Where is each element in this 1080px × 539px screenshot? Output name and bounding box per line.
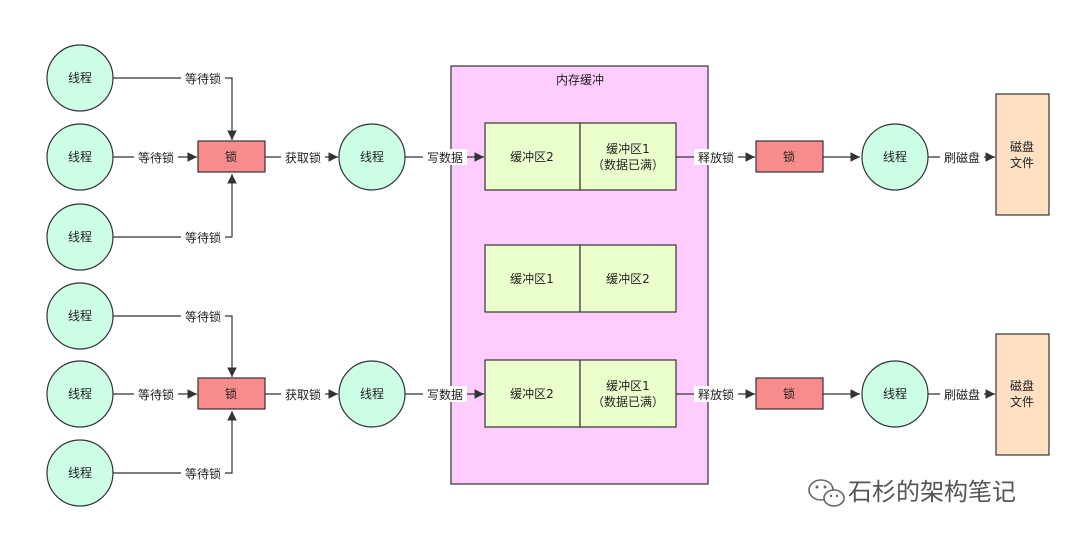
disk-file-node xyxy=(995,93,1050,216)
release-lock-label: 释放锁 xyxy=(698,150,734,165)
thread-label: 线程 xyxy=(68,386,92,401)
disk-label: 磁盘 xyxy=(1010,139,1034,154)
wait-lock-label: 等待锁 xyxy=(185,309,221,324)
thread-label: 线程 xyxy=(360,386,384,401)
buffer-full-label: （数据已满） xyxy=(592,394,664,409)
acquire-label-bg xyxy=(281,386,325,402)
watermark-text: 石杉的架构笔记 xyxy=(848,478,1016,506)
thread-label: 线程 xyxy=(883,149,907,164)
buffer-label: 缓冲区1 xyxy=(606,378,650,393)
acquire-lock-label: 获取锁 xyxy=(285,150,321,165)
buffer-cell xyxy=(484,244,581,313)
wait-lock-label: 等待锁 xyxy=(185,230,221,245)
memory-buffer-title: 内存缓冲 xyxy=(556,72,604,87)
acquire-lock-label: 获取锁 xyxy=(285,387,321,402)
flush-disk-label: 刷磁盘 xyxy=(944,150,980,165)
lock-node xyxy=(197,377,266,410)
flush-label-bg xyxy=(940,149,984,165)
thread-label: 线程 xyxy=(68,149,92,164)
wechat-icon xyxy=(808,479,845,507)
wait-connector xyxy=(113,315,237,377)
buffer-label: 缓冲区1 xyxy=(510,271,554,286)
flush-disk-label: 刷磁盘 xyxy=(944,387,980,402)
wait-label-bg xyxy=(134,149,178,165)
buffer-cell xyxy=(484,359,581,428)
buffer-label: 缓冲区2 xyxy=(606,271,650,286)
lock-label: 锁 xyxy=(225,386,237,401)
wait-lock-label: 等待锁 xyxy=(138,150,174,165)
write-label-bg xyxy=(423,149,467,165)
lock-node xyxy=(755,377,824,410)
thread-label: 线程 xyxy=(883,386,907,401)
wait-label-bg xyxy=(181,465,225,481)
file-label: 文件 xyxy=(1010,394,1034,409)
thread-label: 线程 xyxy=(68,465,92,480)
write-label-bg xyxy=(423,386,467,402)
file-label: 文件 xyxy=(1010,155,1034,170)
wait-lock-label: 等待锁 xyxy=(185,466,221,481)
buffer-cell xyxy=(579,244,677,313)
wait-label-bg xyxy=(181,229,225,245)
acquire-label-bg xyxy=(281,149,325,165)
write-data-label: 写数据 xyxy=(427,150,463,165)
lock-node xyxy=(755,140,824,173)
thread-label: 线程 xyxy=(360,149,384,164)
write-data-label: 写数据 xyxy=(427,387,463,402)
disk-label: 磁盘 xyxy=(1010,378,1034,393)
wait-label-bg xyxy=(134,386,178,402)
thread-label: 线程 xyxy=(68,229,92,244)
wait-connector xyxy=(113,174,237,238)
buffer-cell-full xyxy=(579,122,677,191)
release-lock-label: 释放锁 xyxy=(698,387,734,402)
wait-lock-label: 等待锁 xyxy=(138,387,174,402)
buffer-cell xyxy=(484,122,581,191)
buffer-label: 缓冲区2 xyxy=(510,386,554,401)
disk-file-node xyxy=(995,333,1050,456)
lock-label: 锁 xyxy=(783,386,795,401)
wait-label-bg xyxy=(181,70,225,86)
wait-connector xyxy=(113,411,237,474)
buffer-label: 缓冲区2 xyxy=(510,149,554,164)
release-label-bg xyxy=(694,386,738,402)
wait-connector xyxy=(113,77,237,140)
wait-label-bg xyxy=(181,308,225,324)
thread-label: 线程 xyxy=(68,308,92,323)
wait-lock-label: 等待锁 xyxy=(185,71,221,86)
lock-label: 锁 xyxy=(783,149,795,164)
buffer-label: 缓冲区1 xyxy=(606,141,650,156)
flush-label-bg xyxy=(940,386,984,402)
buffer-cell-full xyxy=(579,359,677,428)
lock-label: 锁 xyxy=(225,149,237,164)
thread-label: 线程 xyxy=(68,70,92,85)
release-label-bg xyxy=(694,149,738,165)
buffer-full-label: （数据已满） xyxy=(592,157,664,172)
